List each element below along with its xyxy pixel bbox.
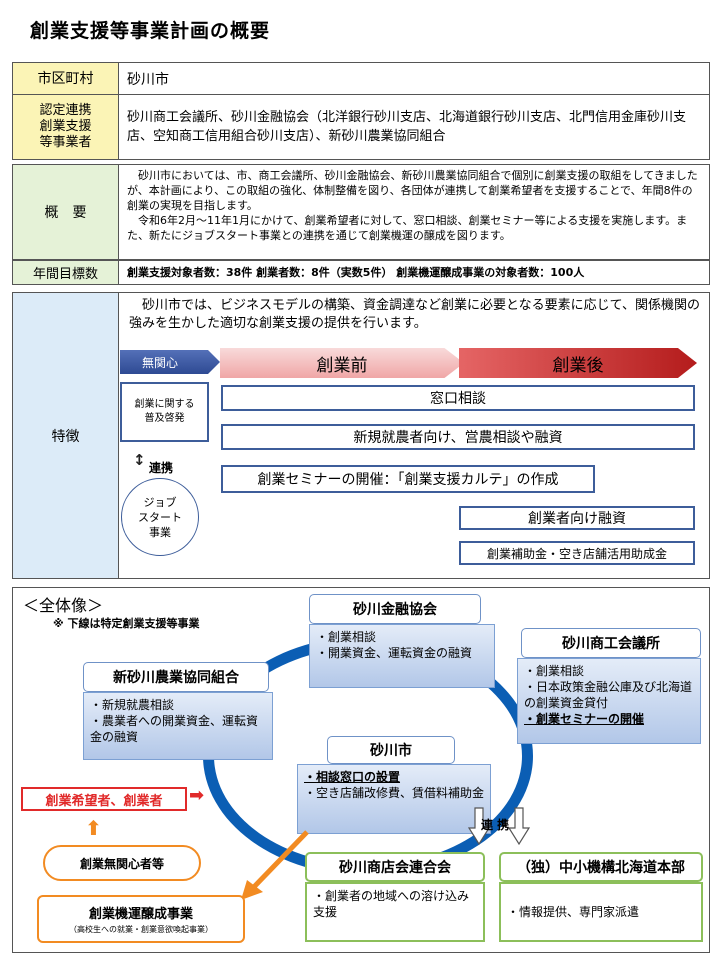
chamber-item-seminar: ・創業セミナーの開催 bbox=[524, 712, 645, 726]
summary-label: 概 要 bbox=[13, 165, 119, 259]
right-arrow-icon: ➡ bbox=[189, 785, 205, 806]
city-item-desk: ・相談窓口の設置 bbox=[304, 770, 401, 784]
summary-section: 概 要 砂川市においては、市、商工会議所、砂川金融協会、新砂川農業協同組合で個別… bbox=[12, 164, 710, 260]
finance-title: 砂川金融協会 bbox=[309, 594, 481, 624]
stage-indifferent-arrow: 無関心 bbox=[120, 350, 220, 374]
features-label: 特徴 bbox=[13, 293, 119, 578]
link-label: 連携 bbox=[149, 461, 174, 475]
overview-note: ※ 下線は特定創業支援等事業 bbox=[53, 617, 200, 630]
indifferent-cloud: 創業無関心者等 bbox=[43, 845, 201, 881]
feature-item-subsidy: 創業補助金・空き店舗活用助成金 bbox=[459, 541, 695, 565]
features-section: 特徴 砂川市では、ビジネスモデルの構築、資金調達など創業に必要となる要素に応じて… bbox=[12, 292, 710, 579]
city-body: ・相談窓口の設置 ・空き店舗改修費、賃借料補助金 bbox=[297, 764, 491, 834]
chamber-title: 砂川商工会議所 bbox=[521, 628, 701, 658]
momentum-box: 創業機運醸成事業 （高校生への就業・創業意欲喚起事業） bbox=[37, 895, 245, 943]
target-section: 年間目標数 創業支援対象者数：38件 創業者数：8件（実数5件） 創業機運醸成事… bbox=[12, 260, 710, 285]
momentum-subtitle: （高校生への就業・創業意欲喚起事業） bbox=[69, 925, 213, 934]
orange-arrow bbox=[241, 830, 309, 900]
awareness-box: 創業に関する 普及啓発 bbox=[120, 382, 209, 442]
down-arrow-left-icon bbox=[467, 807, 491, 846]
applicants-box: 創業希望者、創業者 bbox=[21, 787, 187, 811]
finance-item: ・創業相談 bbox=[316, 630, 377, 644]
agri-item: ・新規就農相談 bbox=[90, 698, 175, 712]
smrj-body: ・情報提供、専門家派遣 bbox=[499, 882, 703, 942]
info-table: 市区町村 砂川市 認定連携 創業支援 等事業者 砂川商工会議所、砂川金融協会（北… bbox=[12, 62, 710, 160]
overview-section: ＜全体像＞ ※ 下線は特定創業支援等事業 砂川金融協会 ・創業相談 ・開業資金、… bbox=[12, 587, 710, 953]
stage-post-startup-arrow: 創業後 bbox=[459, 348, 697, 378]
feature-item-loan: 創業者向け融資 bbox=[459, 506, 695, 530]
target-label: 年間目標数 bbox=[13, 261, 119, 284]
chamber-item: ・日本政策金融公庫及び北海道の創業資金貸付 bbox=[524, 680, 693, 710]
row-municipality: 市区町村 砂川市 bbox=[13, 63, 709, 95]
feature-item-farming: 新規就農者向け、営農相談や融資 bbox=[221, 424, 695, 450]
feature-item-consult: 窓口相談 bbox=[221, 385, 695, 411]
chamber-item: ・創業相談 bbox=[524, 664, 585, 678]
features-description: 砂川市では、ビジネスモデルの構築、資金調達など創業に必要となる要素に応じて、関係… bbox=[129, 298, 700, 331]
down-arrow-right-icon bbox=[507, 807, 531, 846]
partners-value: 砂川商工会議所、砂川金融協会（北洋銀行砂川支店、北海道銀行砂川支店、北門信用金庫… bbox=[127, 110, 687, 144]
cooperation-label: 連 携 bbox=[481, 818, 510, 832]
chamber-body: ・創業相談 ・日本政策金融公庫及び北海道の創業資金貸付 ・創業セミナーの開催 bbox=[517, 658, 701, 744]
shopping-title: 砂川商店会連合会 bbox=[305, 852, 485, 882]
municipality-label: 市区町村 bbox=[13, 63, 119, 94]
feature-item-seminar: 創業セミナーの開催：「創業支援カルテ」の作成 bbox=[221, 465, 595, 493]
shopping-body: ・創業者の地域への溶け込み支援 bbox=[305, 882, 485, 942]
agri-title: 新砂川農業協同組合 bbox=[83, 662, 269, 692]
agri-body: ・新規就農相談 ・農業者への開業資金、運転資金の融資 bbox=[83, 692, 273, 760]
shopping-item: ・創業者の地域への溶け込み支援 bbox=[313, 889, 470, 919]
summary-text: 砂川市においては、市、商工会議所、砂川金融協会、新砂川農業協同組合で個別に創業支… bbox=[119, 165, 709, 259]
up-down-arrow-icon: ↕ bbox=[133, 451, 146, 469]
city-item: ・空き店舗改修費、賃借料補助金 bbox=[304, 786, 485, 800]
agri-item: ・農業者への開業資金、運転資金の融資 bbox=[90, 714, 259, 744]
row-partners: 認定連携 創業支援 等事業者 砂川商工会議所、砂川金融協会（北洋銀行砂川支店、北… bbox=[13, 95, 709, 159]
summary-paragraph-2: 令和6年2月～11年1月にかけて、創業希望者に対して、窓口相談、創業セミナー等に… bbox=[127, 214, 688, 242]
finance-item: ・開業資金、運転資金の融資 bbox=[316, 646, 473, 660]
overview-title: ＜全体像＞ bbox=[23, 596, 104, 615]
summary-paragraph-1: 砂川市においては、市、商工会議所、砂川金融協会、新砂川農業協同組合で個別に創業支… bbox=[127, 169, 698, 212]
smrj-title: （独）中小機構北海道本部 bbox=[499, 852, 703, 882]
partners-label: 認定連携 創業支援 等事業者 bbox=[13, 95, 119, 159]
cooperation-arrows bbox=[467, 807, 531, 846]
orange-arrow-head-icon bbox=[241, 880, 263, 900]
finance-body: ・創業相談 ・開業資金、運転資金の融資 bbox=[309, 624, 495, 688]
target-text: 創業支援対象者数：38件 創業者数：8件（実数5件） 創業機運醸成事業の対象者数… bbox=[127, 266, 585, 279]
smrj-item: ・情報提供、専門家派遣 bbox=[507, 905, 640, 919]
stage-pre-startup-arrow: 創業前 bbox=[220, 348, 464, 378]
municipality-value: 砂川市 bbox=[127, 71, 169, 88]
up-arrow-icon: ⬆ bbox=[85, 816, 102, 840]
city-title: 砂川市 bbox=[327, 736, 455, 764]
jobstart-circle: ジョブ スタート 事業 bbox=[121, 478, 199, 556]
orange-arrow-line bbox=[249, 830, 309, 892]
page-title: 創業支援等事業計画の概要 bbox=[30, 20, 271, 42]
momentum-title: 創業機運醸成事業 bbox=[88, 907, 193, 922]
